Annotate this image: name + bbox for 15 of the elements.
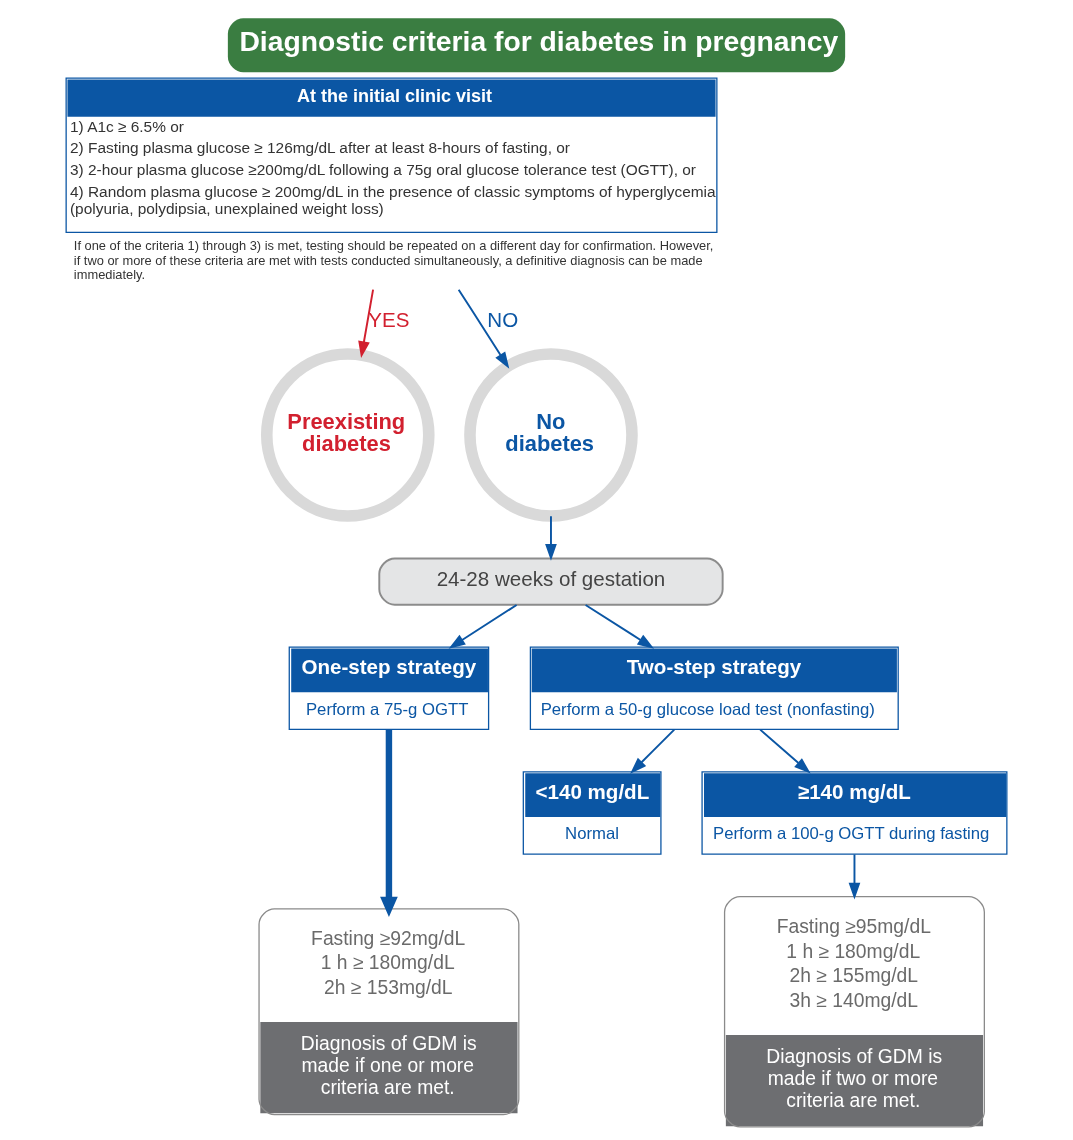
node-label: If one of the criteria 1) through 3) is met, testing should be repeated on a different day for confirmation. However, if two or more of these criteria are met with tests conducted simultaneously, a definitive diagnosis can be made immediately. — [73, 238, 714, 282]
node-circle: Preexisting diabetes — [260, 348, 435, 522]
arrow — [630, 728, 676, 774]
arrow — [584, 604, 655, 649]
node-box: 24-28 weeks of gestation — [378, 557, 724, 606]
edge-label: NO — [487, 307, 519, 331]
arrow — [358, 288, 375, 358]
edge-label: YES — [368, 307, 410, 331]
arrow — [448, 604, 518, 649]
diagram-title: Diagnostic criteria for diabetes in pregnancy — [239, 25, 839, 58]
arrow — [545, 515, 557, 561]
arrow — [457, 288, 510, 369]
arrow — [759, 728, 811, 774]
arrow — [380, 729, 398, 917]
arrow — [848, 853, 861, 900]
